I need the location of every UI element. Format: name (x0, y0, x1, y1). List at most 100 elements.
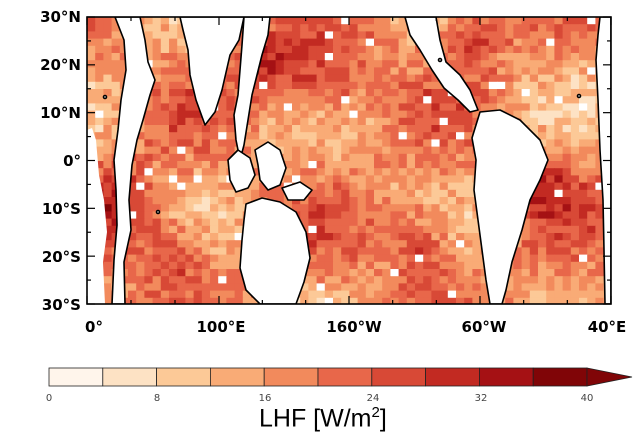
lhf-cell (513, 276, 523, 284)
lhf-cell (267, 125, 277, 133)
lhf-cell (333, 261, 342, 270)
lhf-cell (201, 276, 211, 284)
lhf-cell (587, 189, 596, 198)
lhf-cell (210, 254, 219, 263)
lhf-cell (423, 182, 432, 191)
lhf-cell (169, 139, 178, 148)
lhf-cell (333, 204, 342, 212)
lhf-cell (251, 125, 260, 133)
lhf-cell (546, 53, 555, 61)
lhf-cell (324, 168, 334, 176)
lhf-cell (472, 254, 482, 263)
lhf-cell (193, 161, 203, 169)
lhf-cell (185, 240, 195, 248)
lhf-cell (439, 290, 449, 299)
lhf-cell (529, 38, 539, 47)
lhf-cell (169, 225, 178, 234)
lhf-cell (398, 283, 408, 292)
lhf-cell (439, 182, 449, 191)
lhf-cell (546, 211, 555, 220)
lhf-cell (160, 24, 170, 32)
lhf-cell (169, 283, 178, 292)
lhf-cell (415, 297, 424, 304)
lhf-cell (103, 81, 113, 90)
lhf-cell (177, 89, 186, 97)
lhf-cell (513, 96, 523, 104)
lhf-cell (226, 132, 236, 140)
lhf-cell (488, 67, 498, 76)
lhf-cell (546, 168, 555, 176)
lhf-cell (472, 67, 482, 76)
lhf-cell (333, 218, 342, 227)
lhf-cell (177, 103, 186, 112)
lhf-cell (283, 168, 293, 176)
lhf-cell (439, 110, 449, 119)
lhf-cell (341, 175, 350, 184)
lhf-cell (570, 89, 580, 97)
lhf-cell (251, 117, 260, 126)
lhf-cell (292, 89, 301, 97)
lhf-cell (128, 297, 137, 304)
lhf-cell (300, 125, 309, 133)
lhf-cell (95, 125, 104, 133)
lhf-cell (398, 276, 408, 284)
lhf-cell (185, 182, 195, 191)
lhf-cell (193, 189, 203, 198)
lhf-cell (341, 247, 350, 256)
lhf-cell (390, 283, 400, 292)
lhf-cell (357, 17, 367, 25)
lhf-cell (595, 261, 605, 270)
lhf-cell (333, 197, 342, 205)
lhf-cell (423, 146, 432, 155)
lhf-cell (587, 17, 596, 25)
lhf-cell (185, 290, 195, 299)
lhf-cell (579, 290, 588, 299)
lhf-cell (201, 146, 211, 155)
lhf-cell (447, 233, 457, 241)
lhf-cell (374, 211, 383, 220)
lhf-cell (128, 211, 137, 220)
lhf-cell (423, 247, 432, 256)
lhf-cell (406, 125, 416, 133)
lhf-cell (513, 24, 523, 32)
lhf-cell (341, 211, 350, 220)
lhf-cell (95, 60, 104, 68)
lhf-cell (415, 168, 424, 176)
lhf-cell (283, 117, 293, 126)
lhf-cell (267, 31, 277, 40)
lhf-cell (365, 254, 375, 263)
lhf-cell (579, 197, 588, 205)
lhf-cell (341, 139, 350, 148)
lhf-cell (324, 297, 334, 304)
lhf-cell (447, 153, 457, 162)
lhf-cell (456, 247, 465, 256)
lhf-cell (316, 103, 326, 112)
lhf-cell (300, 283, 309, 292)
colorbar-extension-arrow (586, 367, 633, 387)
lhf-cell (193, 132, 203, 140)
lhf-cell (357, 110, 367, 119)
lhf-cell (316, 182, 326, 191)
lhf-cell (488, 31, 498, 40)
lhf-cell (95, 53, 104, 61)
lhf-cell (579, 38, 588, 47)
lhf-cell (431, 290, 441, 299)
lhf-cell (333, 254, 342, 263)
lhf-cell (267, 117, 277, 126)
lhf-cell (267, 38, 277, 47)
lhf-cell (136, 290, 145, 299)
lhf-cell (505, 67, 514, 76)
lhf-cell (160, 38, 170, 47)
lhf-cell (177, 153, 186, 162)
lhf-cell (570, 81, 580, 90)
lhf-cell (103, 254, 113, 263)
lhf-cell (439, 269, 449, 277)
lhf-cell (341, 146, 350, 155)
lhf-cell (316, 218, 326, 227)
lhf-cell (316, 197, 326, 205)
lhf-cell (570, 117, 580, 126)
lhf-cell (406, 45, 416, 54)
lhf-cell (423, 189, 432, 198)
lhf-cell (570, 189, 580, 198)
lhf-cell (579, 125, 588, 133)
